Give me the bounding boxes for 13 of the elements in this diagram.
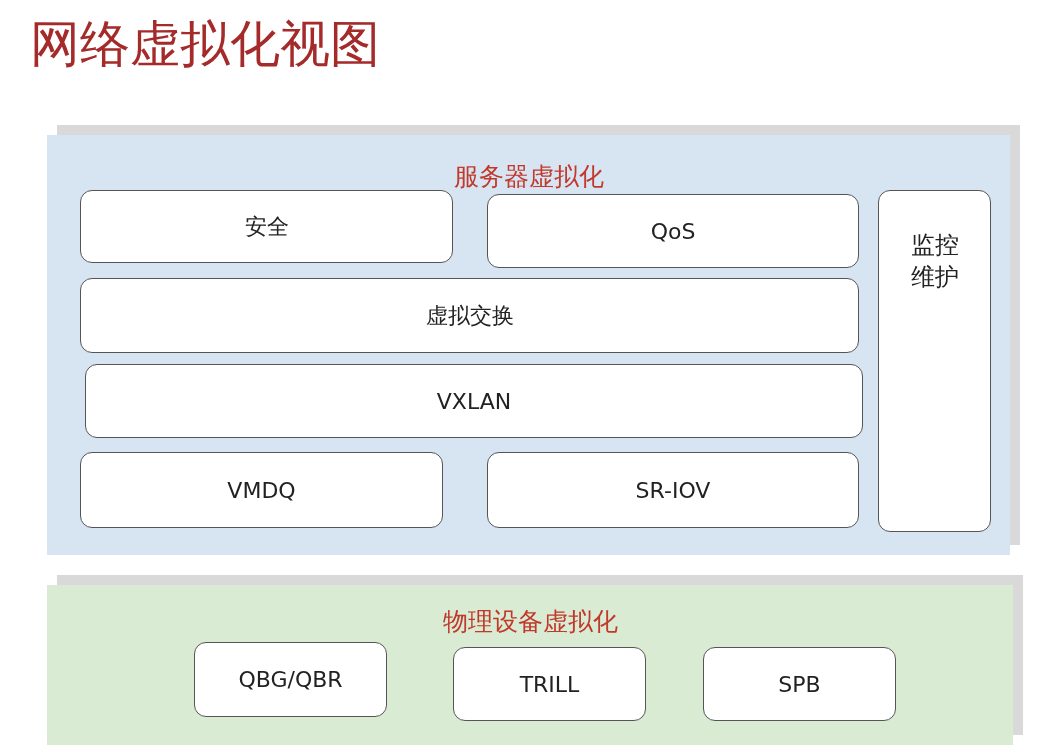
layer-box: QBG/QBR bbox=[194, 642, 387, 717]
side-box: 监控维护 bbox=[878, 190, 991, 532]
panel-heading: 物理设备虚拟化 bbox=[442, 606, 618, 638]
layer-box: SPB bbox=[703, 647, 896, 721]
panel-heading: 服务器虚拟化 bbox=[453, 161, 604, 193]
layer-box: TRILL bbox=[453, 647, 646, 721]
layer-box: QoS bbox=[487, 194, 859, 268]
title: 网络虚拟化视图 bbox=[30, 14, 380, 74]
layer-box: 安全 bbox=[80, 190, 453, 263]
layer-box: 虚拟交换 bbox=[80, 278, 859, 353]
layer-box: VXLAN bbox=[85, 364, 863, 438]
layer-box: VMDQ bbox=[80, 452, 443, 528]
layer-box: SR-IOV bbox=[487, 452, 859, 528]
